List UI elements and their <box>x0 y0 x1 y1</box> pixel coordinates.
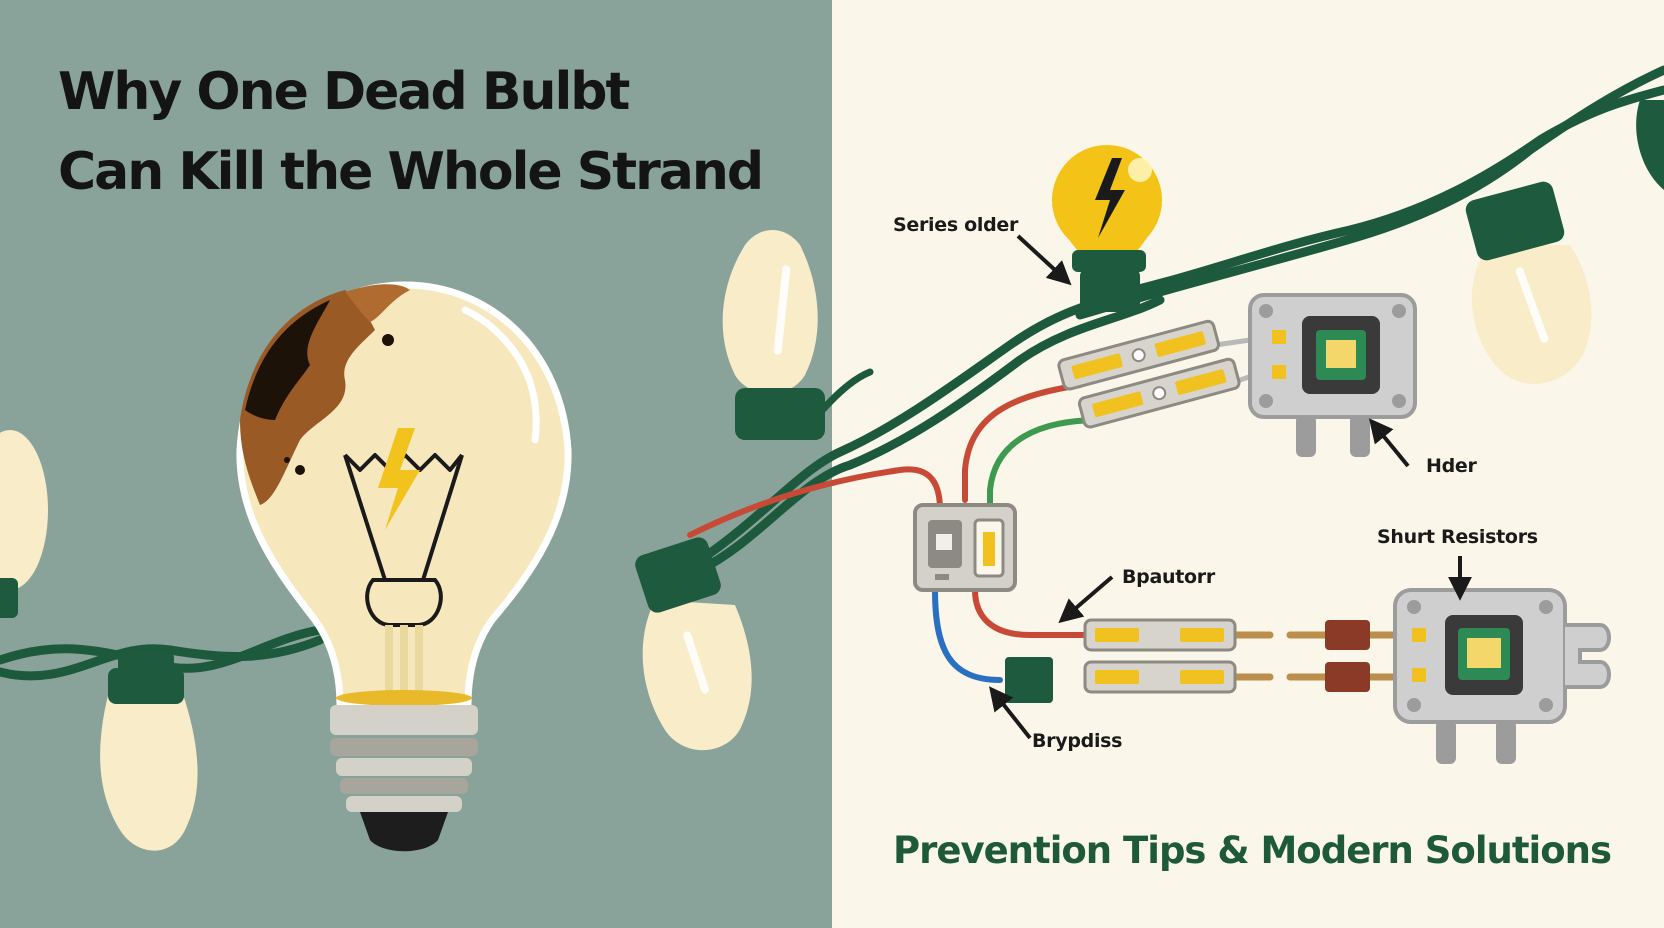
switch-box <box>913 503 1017 592</box>
string-wire <box>0 65 1664 681</box>
fuse-pair-top <box>1057 319 1241 429</box>
bulb-right-edge <box>1636 100 1664 190</box>
title-line-2: Can Kill the Whole Strand <box>58 142 764 202</box>
dead-bulb <box>236 281 572 852</box>
capacitor-fuses <box>1083 618 1237 694</box>
bulb-right-mid <box>1465 181 1592 384</box>
shunt-module <box>1393 588 1611 764</box>
resistor-blocks <box>1325 620 1370 692</box>
footer-caption: Prevention Tips & Modern Solutions <box>893 829 1612 872</box>
label-holder: Hder <box>1426 455 1477 477</box>
bulb-yellow-top <box>1052 145 1162 312</box>
bulb-bottom-left <box>100 652 198 851</box>
bulb-divider <box>722 230 825 440</box>
label-shunt-resistors: Shurt Resistors <box>1377 526 1538 548</box>
label-capacitor: Bpautorr <box>1122 566 1215 588</box>
label-bypass: Brypdiss <box>1032 730 1123 752</box>
title-line-1: Why One Dead Bulbt <box>58 62 630 122</box>
bulb-lower-middle <box>635 537 752 751</box>
label-series-holder: Series older <box>893 214 1019 236</box>
circuit-wires <box>687 337 1399 683</box>
bulb-left-edge <box>0 430 48 618</box>
callout-arrows <box>989 234 1472 740</box>
bypass-block <box>1005 657 1053 703</box>
holder-module-top <box>1248 293 1417 457</box>
